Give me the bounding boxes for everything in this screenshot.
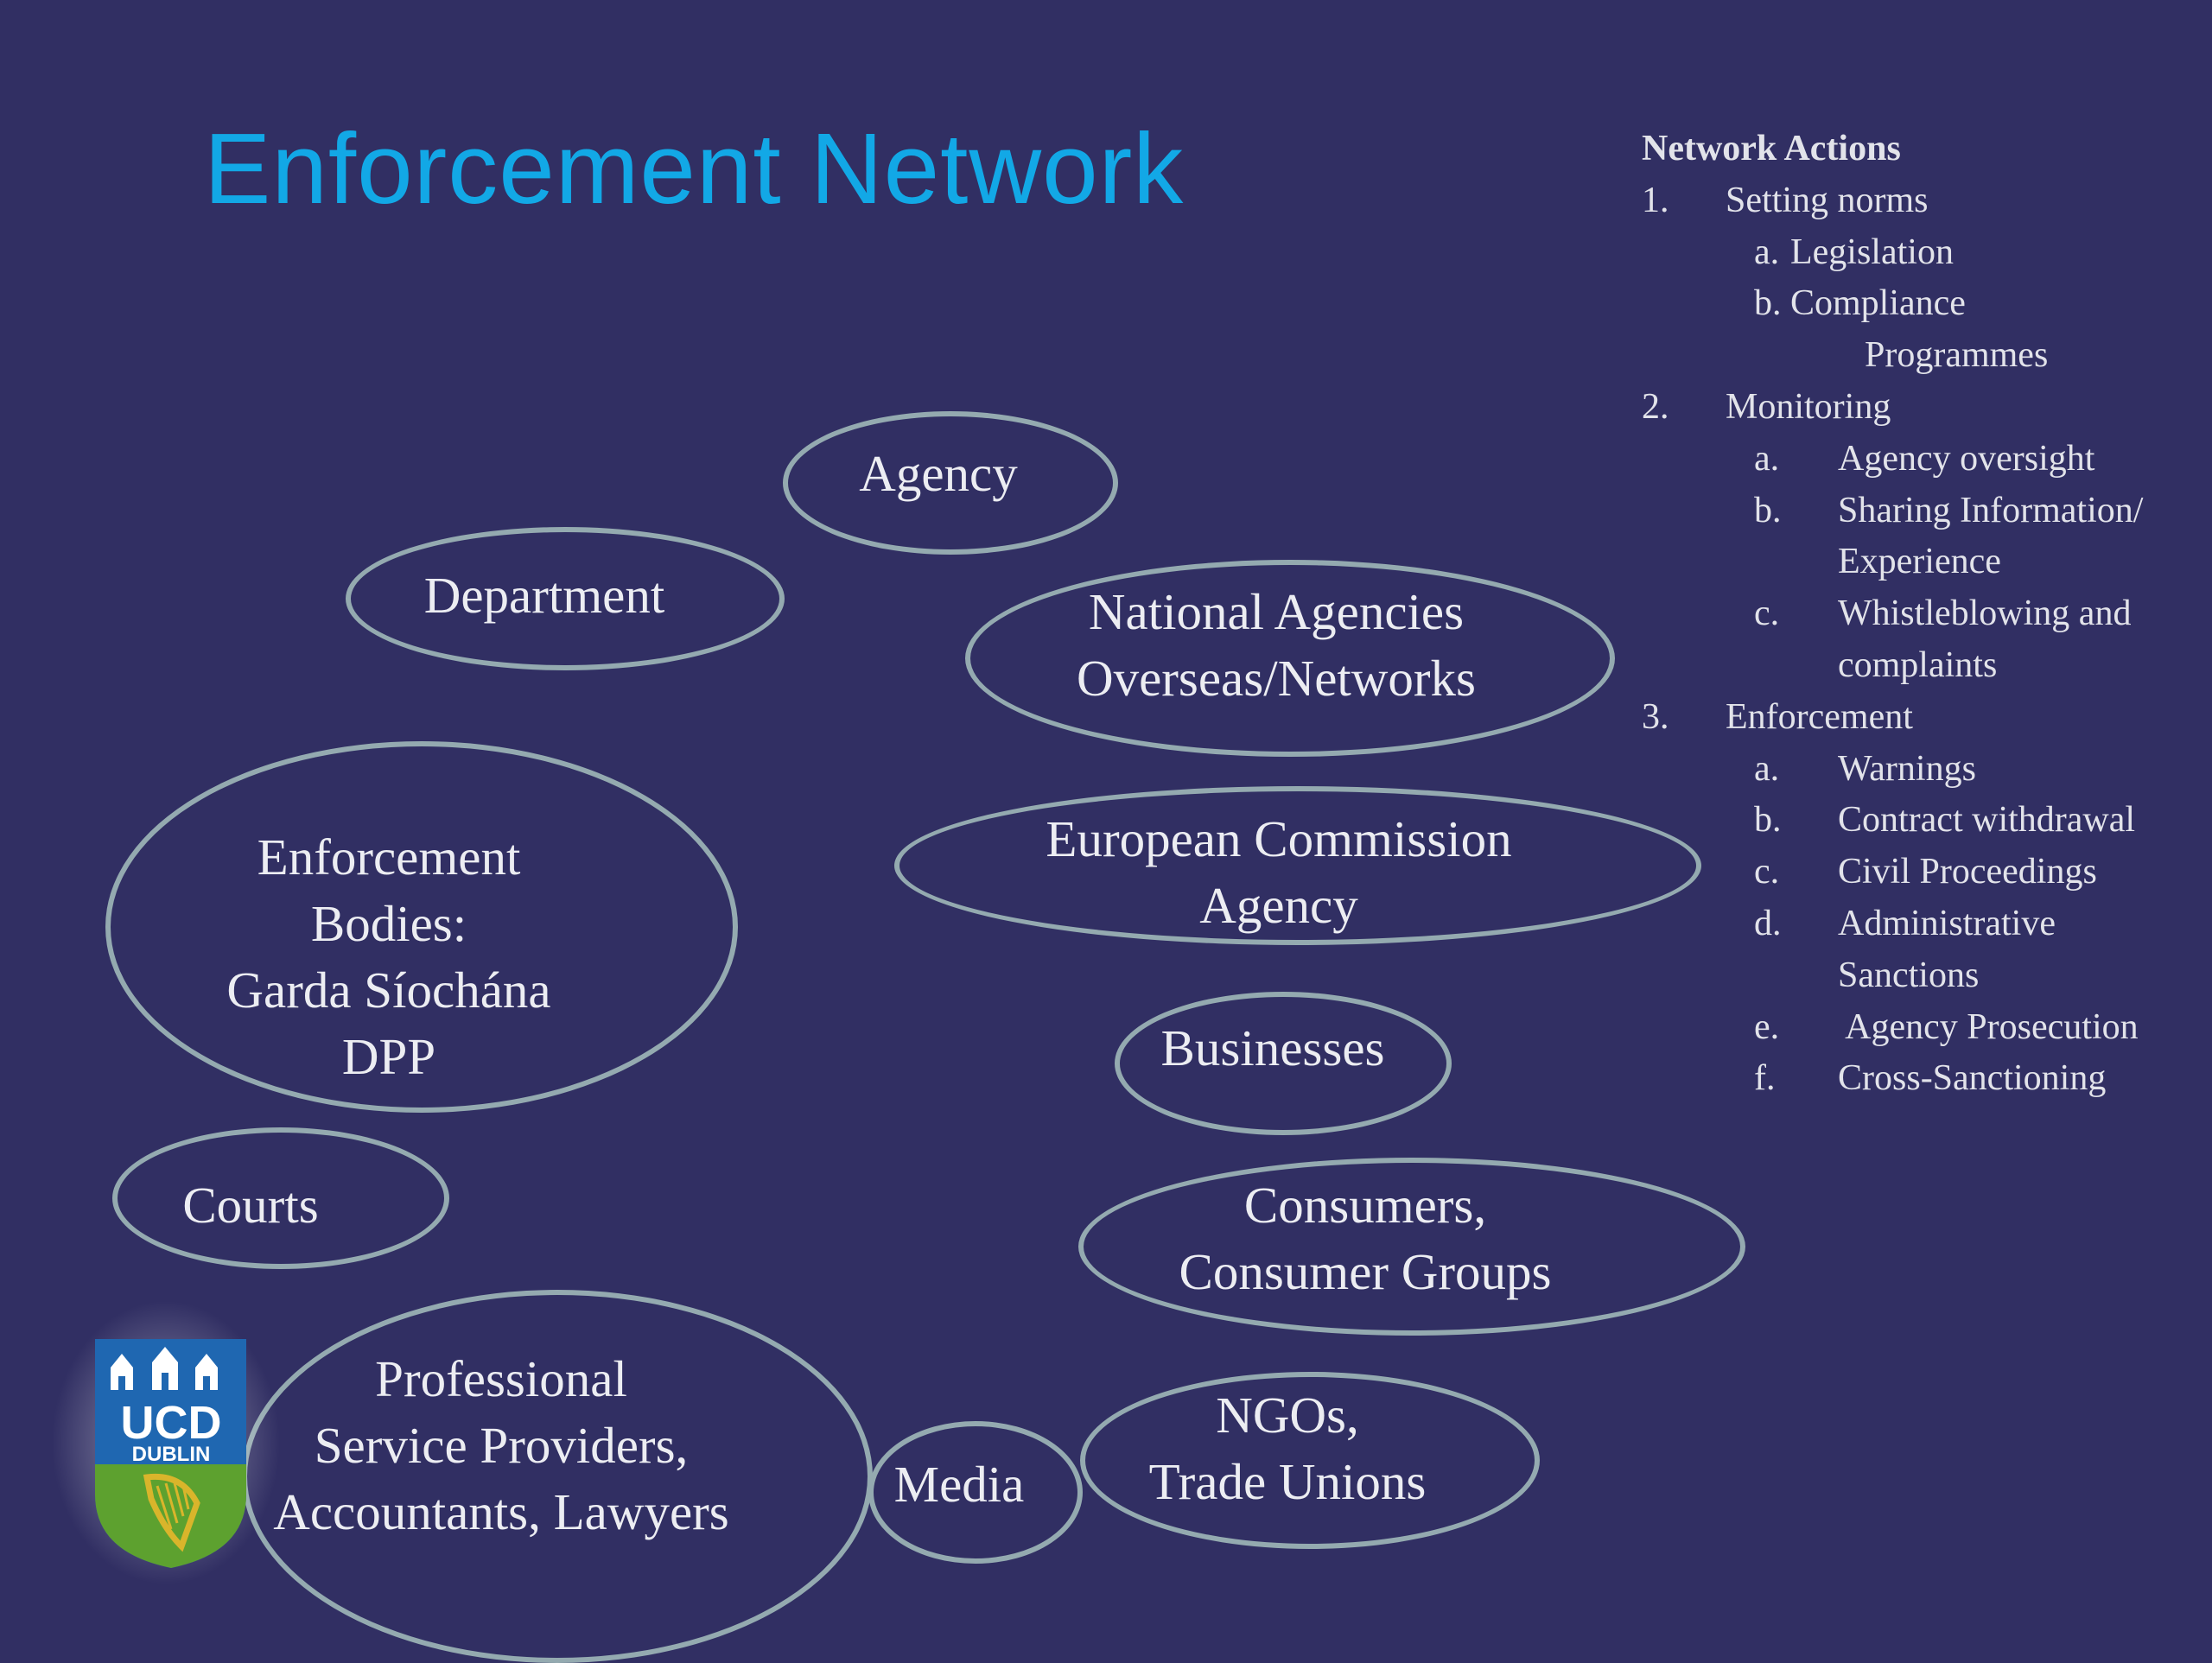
action-item-marker: a. [1754,748,1780,789]
action-item: b. Contract withdrawal [1642,799,2203,851]
node-ngos-ellipse [1080,1372,1540,1549]
ucd-crest-icon: UCD DUBLIN [52,1301,280,1584]
action-item: b.Compliance [1642,282,2203,334]
action-item-marker: a. [1754,438,1780,479]
action-item-marker: 3. [1642,696,1669,737]
action-item-text: Warnings [1838,748,1976,789]
node-courts-ellipse [112,1127,449,1269]
node-consumers-ellipse [1078,1158,1745,1336]
logo-text-dublin: DUBLIN [132,1443,211,1466]
action-item-text: Sanctions [1838,955,1980,995]
action-item: c. Whistleblowing and [1642,593,2203,644]
action-item: b. Sharing Information/ [1642,490,2203,542]
node-enforcement-label: Enforcement Bodies: Garda Síochána DPP [226,828,551,1085]
action-item-text: Civil Proceedings [1838,852,2097,892]
node-national-label: National Agencies Overseas/Networks [1076,583,1477,707]
action-item: Sanctions [1642,955,2203,1006]
action-item-text: Agency Prosecution [1838,1006,2139,1047]
action-item: a. Warnings [1642,748,2203,800]
node-european-label: European Commission Agency [1046,810,1512,934]
action-item-text: Compliance [1790,283,1966,324]
action-item-marker: f. [1754,1058,1776,1099]
action-item: 1. Setting norms [1642,180,2203,232]
action-item-text: Contract withdrawal [1838,800,2136,841]
node-department-label: Department [423,567,665,624]
node-media-label: Media [893,1456,1025,1513]
action-item-text: complaints [1838,645,1998,685]
action-item-marker: d. [1754,904,1782,943]
action-item: Experience [1642,541,2203,593]
action-item-marker: b. [1754,490,1782,530]
node-agency-ellipse [783,411,1118,555]
action-item-text: Sharing Information/ [1838,490,2144,530]
logo-text-ucd: UCD [121,1397,222,1449]
node-businesses-ellipse [1115,992,1452,1135]
action-item-text: Agency oversight [1838,438,2095,479]
node-agency-label: Agency [859,445,1018,502]
node-department-ellipse [346,527,785,670]
action-item: a. Agency oversight [1642,438,2203,490]
action-item: d. Administrative [1642,903,2203,955]
action-item-marker: c. [1754,593,1780,634]
node-ngos-label: NGOs, Trade Unions [1148,1387,1427,1510]
action-item: f. Cross-Sanctioning [1642,1057,2203,1109]
action-item: c. Civil Proceedings [1642,851,2203,903]
action-item-text: Setting norms [1726,180,1929,220]
action-item-marker: 2. [1642,387,1669,427]
slide-title: Enforcement Network [204,112,1185,225]
action-item-text: Programmes [1865,335,2049,376]
action-item-text: Administrative [1838,904,2056,943]
action-item-marker: b. [1754,283,1782,324]
action-item-text: Cross-Sanctioning [1838,1058,2107,1099]
action-item-text: Whistleblowing and [1838,593,2132,634]
node-courts-label: Courts [182,1177,319,1234]
node-consumers-label: Consumers, Consumer Groups [1179,1177,1552,1300]
action-item-marker: e. [1754,1006,1780,1047]
action-item: 2. Monitoring [1642,386,2203,438]
action-item-text: Monitoring [1726,387,1891,427]
action-item: a.Legislation [1642,232,2203,283]
node-professional-label: Professional Service Providers, Accounta… [273,1350,729,1540]
action-item-marker: a. [1754,232,1780,272]
action-item: 3. Enforcement [1642,696,2203,748]
action-item-text: Experience [1838,542,2001,582]
action-item-marker: b. [1754,800,1782,841]
action-item: complaints [1642,644,2203,696]
network-actions-heading: Network Actions [1642,129,1901,168]
node-media-ellipse [868,1421,1083,1564]
node-national-ellipse [965,560,1615,757]
action-item-text: Legislation [1790,232,1954,272]
action-item-marker: 1. [1642,180,1669,220]
node-european-ellipse [894,786,1701,945]
node-enforcement-ellipse [105,741,738,1113]
action-item-text: Enforcement [1726,696,1913,737]
node-businesses-label: Businesses [1160,1019,1385,1076]
action-item-marker: c. [1754,852,1780,892]
action-item: e. Agency Prosecution [1642,1006,2203,1058]
action-item: Programmes [1642,334,2203,386]
